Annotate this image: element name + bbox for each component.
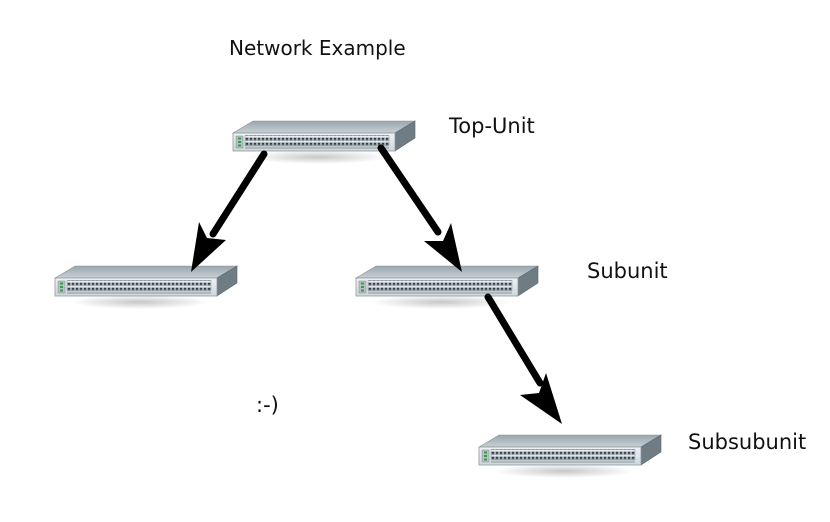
link-top-to-left xyxy=(191,150,268,272)
switch-left xyxy=(54,265,238,310)
network-switch-icon xyxy=(478,434,662,479)
network-switch-icon xyxy=(355,265,539,310)
arrow-head-icon xyxy=(424,223,462,272)
switch-subunit xyxy=(355,265,539,310)
arrow-head-icon xyxy=(191,222,226,272)
link-top-to-subunit xyxy=(377,144,462,272)
label-top-unit: Top-Unit xyxy=(449,114,535,138)
smiley-text: :-) xyxy=(256,393,279,417)
network-switch-icon xyxy=(54,265,238,310)
label-subunit: Subunit xyxy=(587,259,668,283)
arrow-head-icon xyxy=(520,373,562,424)
label-subsubunit: Subsubunit xyxy=(688,430,807,454)
diagram-title: Network Example xyxy=(229,36,406,60)
switch-subsubunit xyxy=(478,434,662,479)
link-subunit-to-subsubunit xyxy=(484,293,562,424)
